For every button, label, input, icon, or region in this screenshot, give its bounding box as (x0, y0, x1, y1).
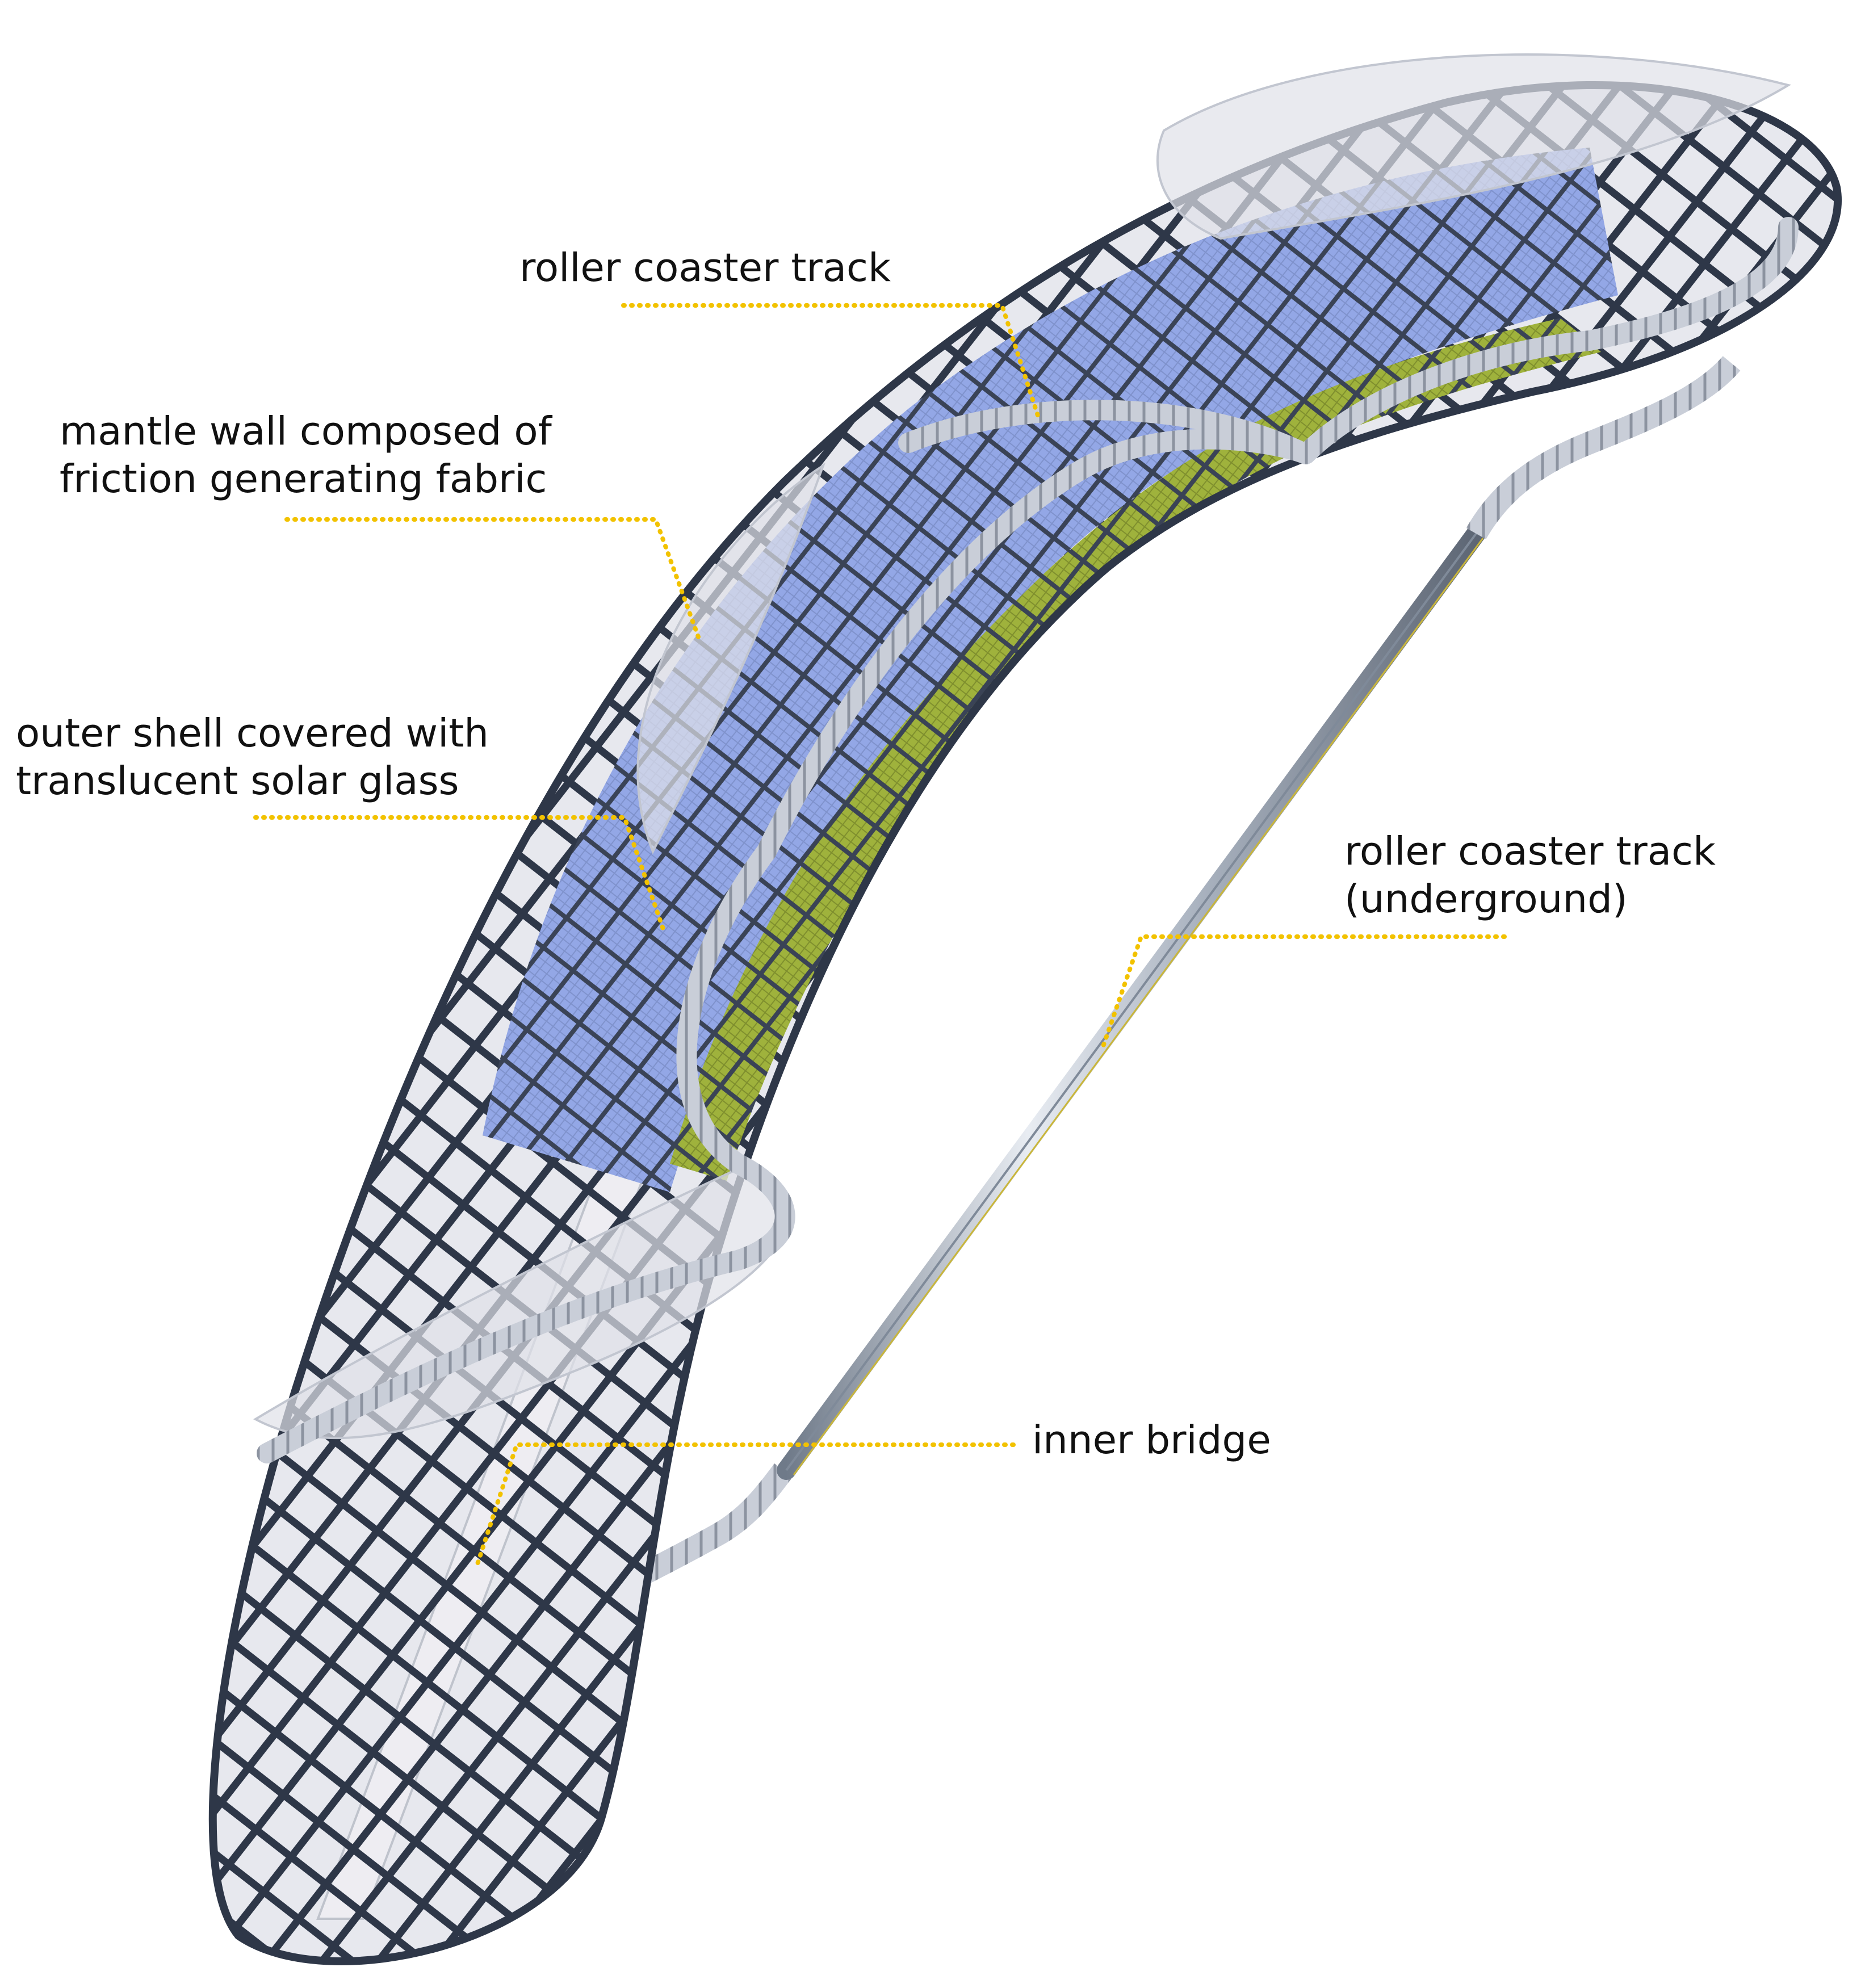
leader-mantle (287, 519, 698, 637)
label-line: roller coaster track (519, 244, 891, 292)
label-mantle-wall: mantle wall composed of friction generat… (60, 408, 552, 503)
label-line: friction generating fabric (60, 455, 552, 503)
label-outer-shell: outer shell covered with translucent sol… (16, 710, 489, 805)
label-roller-coaster-track: roller coaster track (519, 244, 891, 292)
label-line: outer shell covered with (16, 710, 489, 757)
label-line: (underground) (1344, 875, 1716, 923)
label-roller-coaster-track-underground: roller coaster track (underground) (1344, 828, 1716, 923)
label-line: roller coaster track (1344, 828, 1716, 875)
label-line: inner bridge (1032, 1416, 1271, 1464)
label-line: mantle wall composed of (60, 408, 552, 455)
label-line: translucent solar glass (16, 757, 489, 805)
label-inner-bridge: inner bridge (1032, 1416, 1271, 1464)
